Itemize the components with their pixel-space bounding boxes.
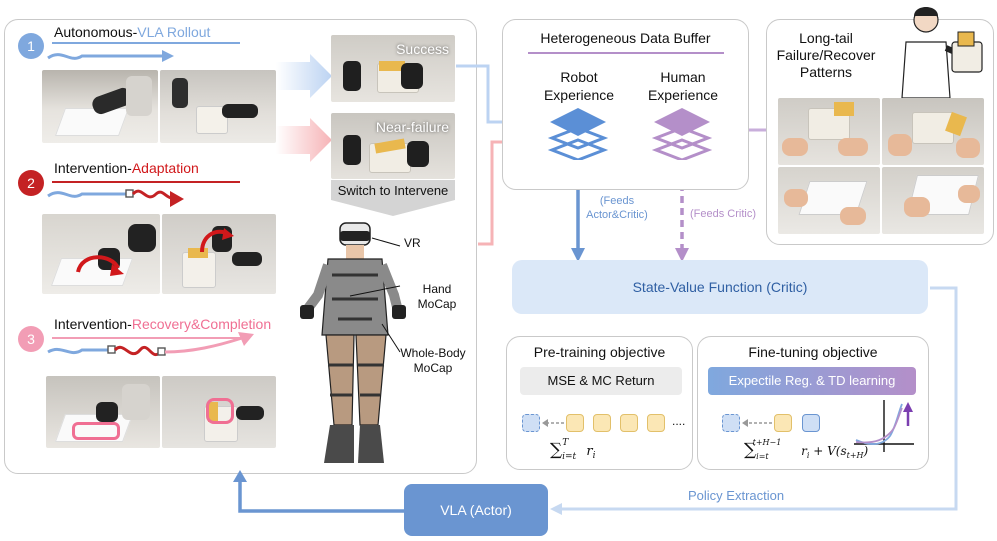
human-demonstrator-illustration [892, 2, 988, 99]
longtail-photo-b [882, 98, 984, 165]
success-flow-arrow [276, 54, 332, 98]
step-3-photo-a [46, 376, 160, 448]
buffer-title: Heterogeneous Data Buffer [540, 30, 711, 46]
bootstrap-value-token [802, 414, 820, 432]
step-3-trajectory-icon [47, 332, 254, 356]
success-label: Success [396, 41, 449, 57]
step-1-trajectory-icon [47, 42, 240, 62]
vr-label: VR [404, 236, 421, 250]
policy-extraction-label: Policy Extraction [688, 488, 785, 503]
actor-box [404, 484, 548, 536]
near-failure-flow-arrow [276, 118, 332, 162]
step-2-photo-b [162, 214, 276, 294]
pretrain-state-token [522, 414, 540, 432]
finetuning-objective-box [708, 367, 916, 395]
longtail-photo-c [778, 167, 880, 234]
reward-token-3 [620, 414, 638, 432]
pretraining-objective-box [520, 367, 682, 395]
feeds-critic-label: (Feeds Critic) [690, 208, 757, 220]
human-experience-label: Human Experience [647, 69, 719, 103]
hand-mocap-label: Hand MoCap [417, 282, 457, 311]
step-1-title: Autonomous-VLA Rollout [54, 24, 211, 40]
feeds-actor-critic-label: (Feeds Actor&Critic) [586, 195, 648, 221]
finetune-state-token [722, 414, 740, 432]
success-photo: Success [331, 35, 455, 102]
pretraining-objective-label: MSE & MC Return [547, 373, 655, 388]
switch-to-intervene-arrow: Switch to Intervene [331, 180, 455, 216]
actor-label: VLA (Actor) [440, 502, 512, 518]
step-3-title: Intervention-Recovery&Completion [54, 316, 272, 332]
reward-token-2 [593, 414, 611, 432]
pretrain-arrow [542, 419, 564, 427]
robot-experience-stack-icon [547, 108, 609, 160]
near-failure-label: Near-failure [375, 119, 449, 135]
finetune-reward-token [774, 414, 792, 432]
step-2-photo-a [42, 214, 160, 294]
step-2-title: Intervention-Adaptation [54, 160, 199, 176]
step-3-badge: 3 [18, 326, 44, 352]
step-1-photo-a [42, 70, 158, 143]
whole-body-mocap-label: Whole-Body MoCap [400, 346, 466, 375]
reward-ellipsis: .... [672, 414, 686, 428]
finetuning-panel [697, 336, 929, 470]
finetuning-title: Fine-tuning objective [748, 344, 878, 360]
reward-token-4 [647, 414, 665, 432]
buffer-title-underline [528, 52, 724, 54]
data-buffer-panel [502, 19, 749, 190]
step-3-photo-b [162, 376, 276, 448]
step-2-trajectory-icon [47, 181, 240, 207]
pretraining-title: Pre-training objective [533, 344, 666, 360]
step-1-photo-b [160, 70, 276, 143]
mc-return-formula: ∑i=tT ri [550, 438, 596, 462]
step-2-badge: 2 [18, 170, 44, 196]
expectile-curve-icon [854, 400, 914, 452]
td-target-formula: ∑i=tt+H−1 ri + V(st+H) [744, 438, 869, 461]
near-failure-photo: Near-failure [331, 113, 455, 179]
teleoperator-figure [298, 215, 408, 467]
finetuning-objective-label: Expectile Reg. & TD learning [728, 373, 896, 388]
longtail-title: Long-tail Failure/Recover Patterns [776, 30, 876, 80]
robot-experience-label: Robot Experience [543, 69, 615, 103]
finetune-arrow [742, 419, 772, 427]
critic-box [512, 260, 928, 314]
critic-label: State-Value Function (Critic) [632, 279, 808, 295]
pretraining-panel [506, 336, 693, 470]
step-1-badge: 1 [18, 33, 44, 59]
longtail-photo-a [778, 98, 880, 165]
longtail-photo-d [882, 167, 984, 234]
reward-token-1 [566, 414, 584, 432]
operator-label-leaders [349, 237, 401, 353]
human-experience-stack-icon [651, 108, 713, 160]
